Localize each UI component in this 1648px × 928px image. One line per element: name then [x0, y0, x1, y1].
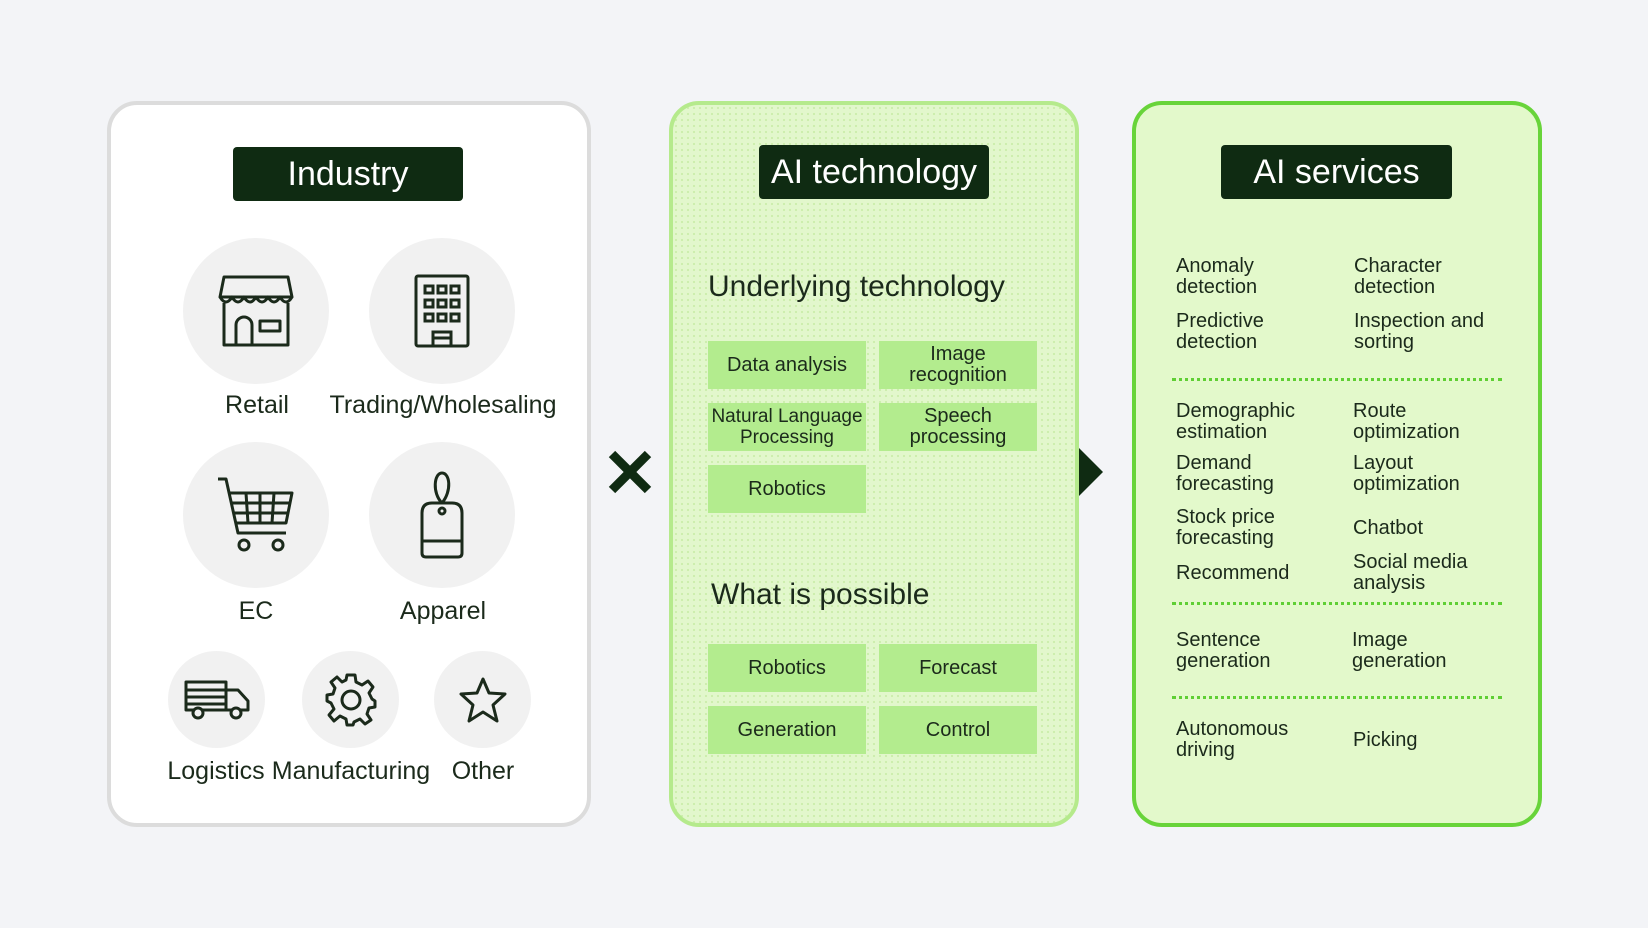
chip-robotics-underlying: Robotics: [708, 465, 866, 513]
apparel-icon-circle: [369, 442, 515, 588]
service-demand-forecasting: Demand forecasting: [1176, 452, 1274, 495]
what-is-possible-heading: What is possible: [711, 578, 930, 611]
service-demographic-estimation: Demographic estimation: [1176, 400, 1295, 443]
services-divider: [1172, 602, 1502, 605]
industry-label-manufacturing: Manufacturing: [271, 757, 431, 785]
star-icon: [459, 677, 506, 722]
service-chatbot: Chatbot: [1353, 517, 1424, 539]
chip-speech-processing: Speech processing: [879, 403, 1037, 451]
services-divider: [1172, 378, 1502, 381]
industry-label-logistics: Logistics: [167, 757, 265, 785]
service-anomaly-detection: Anomaly detection: [1176, 255, 1258, 298]
industry-title: Industry: [233, 147, 463, 201]
industry-label-other: Other: [451, 757, 515, 785]
chip-natural-language-processing: Natural Language Processing: [708, 403, 866, 451]
price-tag-icon: [420, 471, 464, 559]
services-divider: [1172, 696, 1502, 699]
industry-label-ec: EC: [238, 597, 274, 625]
trading-icon-circle: [369, 238, 515, 384]
shopping-cart-icon: [218, 477, 294, 552]
building-icon: [414, 274, 470, 348]
service-image-generation: Image generation: [1352, 629, 1447, 672]
chip-image-recognition: Image recognition: [879, 341, 1037, 389]
industry-label-apparel: Apparel: [399, 597, 487, 625]
service-social-media-analysis: Social media analysis: [1353, 551, 1468, 594]
multiply-icon: [608, 450, 652, 494]
service-picking: Picking: [1353, 729, 1418, 751]
service-sentence-generation: Sentence generation: [1176, 629, 1271, 672]
ec-icon-circle: [183, 442, 329, 588]
chip-generation: Generation: [708, 706, 866, 754]
service-inspection-sorting: Inspection and sorting: [1354, 310, 1485, 353]
service-autonomous-driving: Autonomous driving: [1176, 718, 1289, 761]
gear-icon: [325, 673, 376, 726]
ai-services-panel: [1132, 101, 1542, 827]
other-icon-circle: [434, 651, 531, 748]
service-layout-optimization: Layout optimization: [1353, 452, 1460, 495]
ai-technology-title: AI technology: [759, 145, 989, 199]
industry-label-trading: Trading/Wholesaling: [329, 391, 557, 419]
retail-icon-circle: [183, 238, 329, 384]
arrow-right-icon: [1079, 448, 1103, 496]
service-character-detection: Character detection: [1354, 255, 1442, 298]
chip-data-analysis: Data analysis: [708, 341, 866, 389]
ai-services-title: AI services: [1221, 145, 1452, 199]
service-recommend: Recommend: [1176, 562, 1290, 584]
chip-forecast: Forecast: [879, 644, 1037, 692]
service-stock-price-forecasting: Stock price forecasting: [1176, 506, 1275, 549]
service-predictive-detection: Predictive detection: [1176, 310, 1264, 353]
truck-icon: [184, 680, 249, 719]
underlying-technology-heading: Underlying technology: [708, 270, 1005, 303]
manufacturing-icon-circle: [302, 651, 399, 748]
industry-label-retail: Retail: [225, 391, 289, 419]
store-icon: [218, 275, 294, 347]
chip-robotics-possible: Robotics: [708, 644, 866, 692]
service-route-optimization: Route optimization: [1353, 400, 1460, 443]
chip-control: Control: [879, 706, 1037, 754]
logistics-icon-circle: [168, 651, 265, 748]
